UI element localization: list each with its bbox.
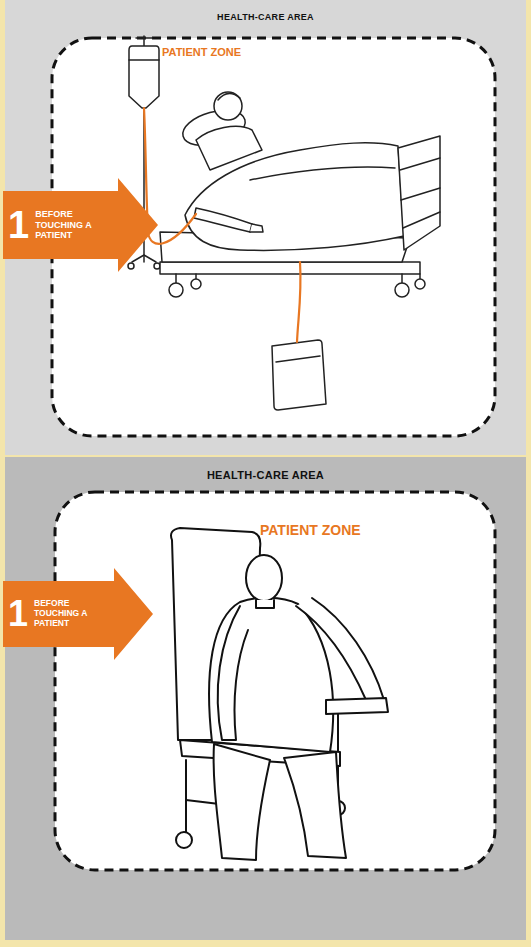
- patient-zone: PATIENT ZONE: [55, 492, 495, 870]
- zone-outline: [55, 492, 495, 870]
- bed-illustration: [128, 36, 440, 410]
- moment-label: BEFORE TOUCHING A PATIENT: [34, 599, 112, 628]
- area-heading: HEALTH-CARE AREA: [0, 0, 531, 22]
- callout-number: 1: [8, 206, 29, 244]
- zone-label: PATIENT ZONE: [162, 46, 241, 58]
- moment-arrow: 1BEFORE TOUCHING A PATIENT: [3, 568, 153, 660]
- health-care-area: HEALTH-CARE AREA PATIENT ZONE 1BEFORE TOUC…: [0, 0, 531, 455]
- area-heading: HEALTH-CARE AREA: [0, 457, 531, 481]
- moment-label: BEFORE TOUCHING A PATIENT: [35, 209, 115, 240]
- area-band: [5, 0, 526, 455]
- tubing: [144, 108, 301, 342]
- zone-label: PATIENT ZONE: [260, 522, 361, 538]
- health-care-area: HEALTH-CARE AREA PATIENT ZONE 1BEFORE TOUC…: [0, 457, 531, 940]
- chair-illustration: [171, 528, 388, 860]
- moment-arrow: 1BEFORE TOUCHING A PATIENT: [3, 178, 158, 272]
- callout-number: 1: [8, 596, 28, 632]
- area-band: [5, 457, 526, 940]
